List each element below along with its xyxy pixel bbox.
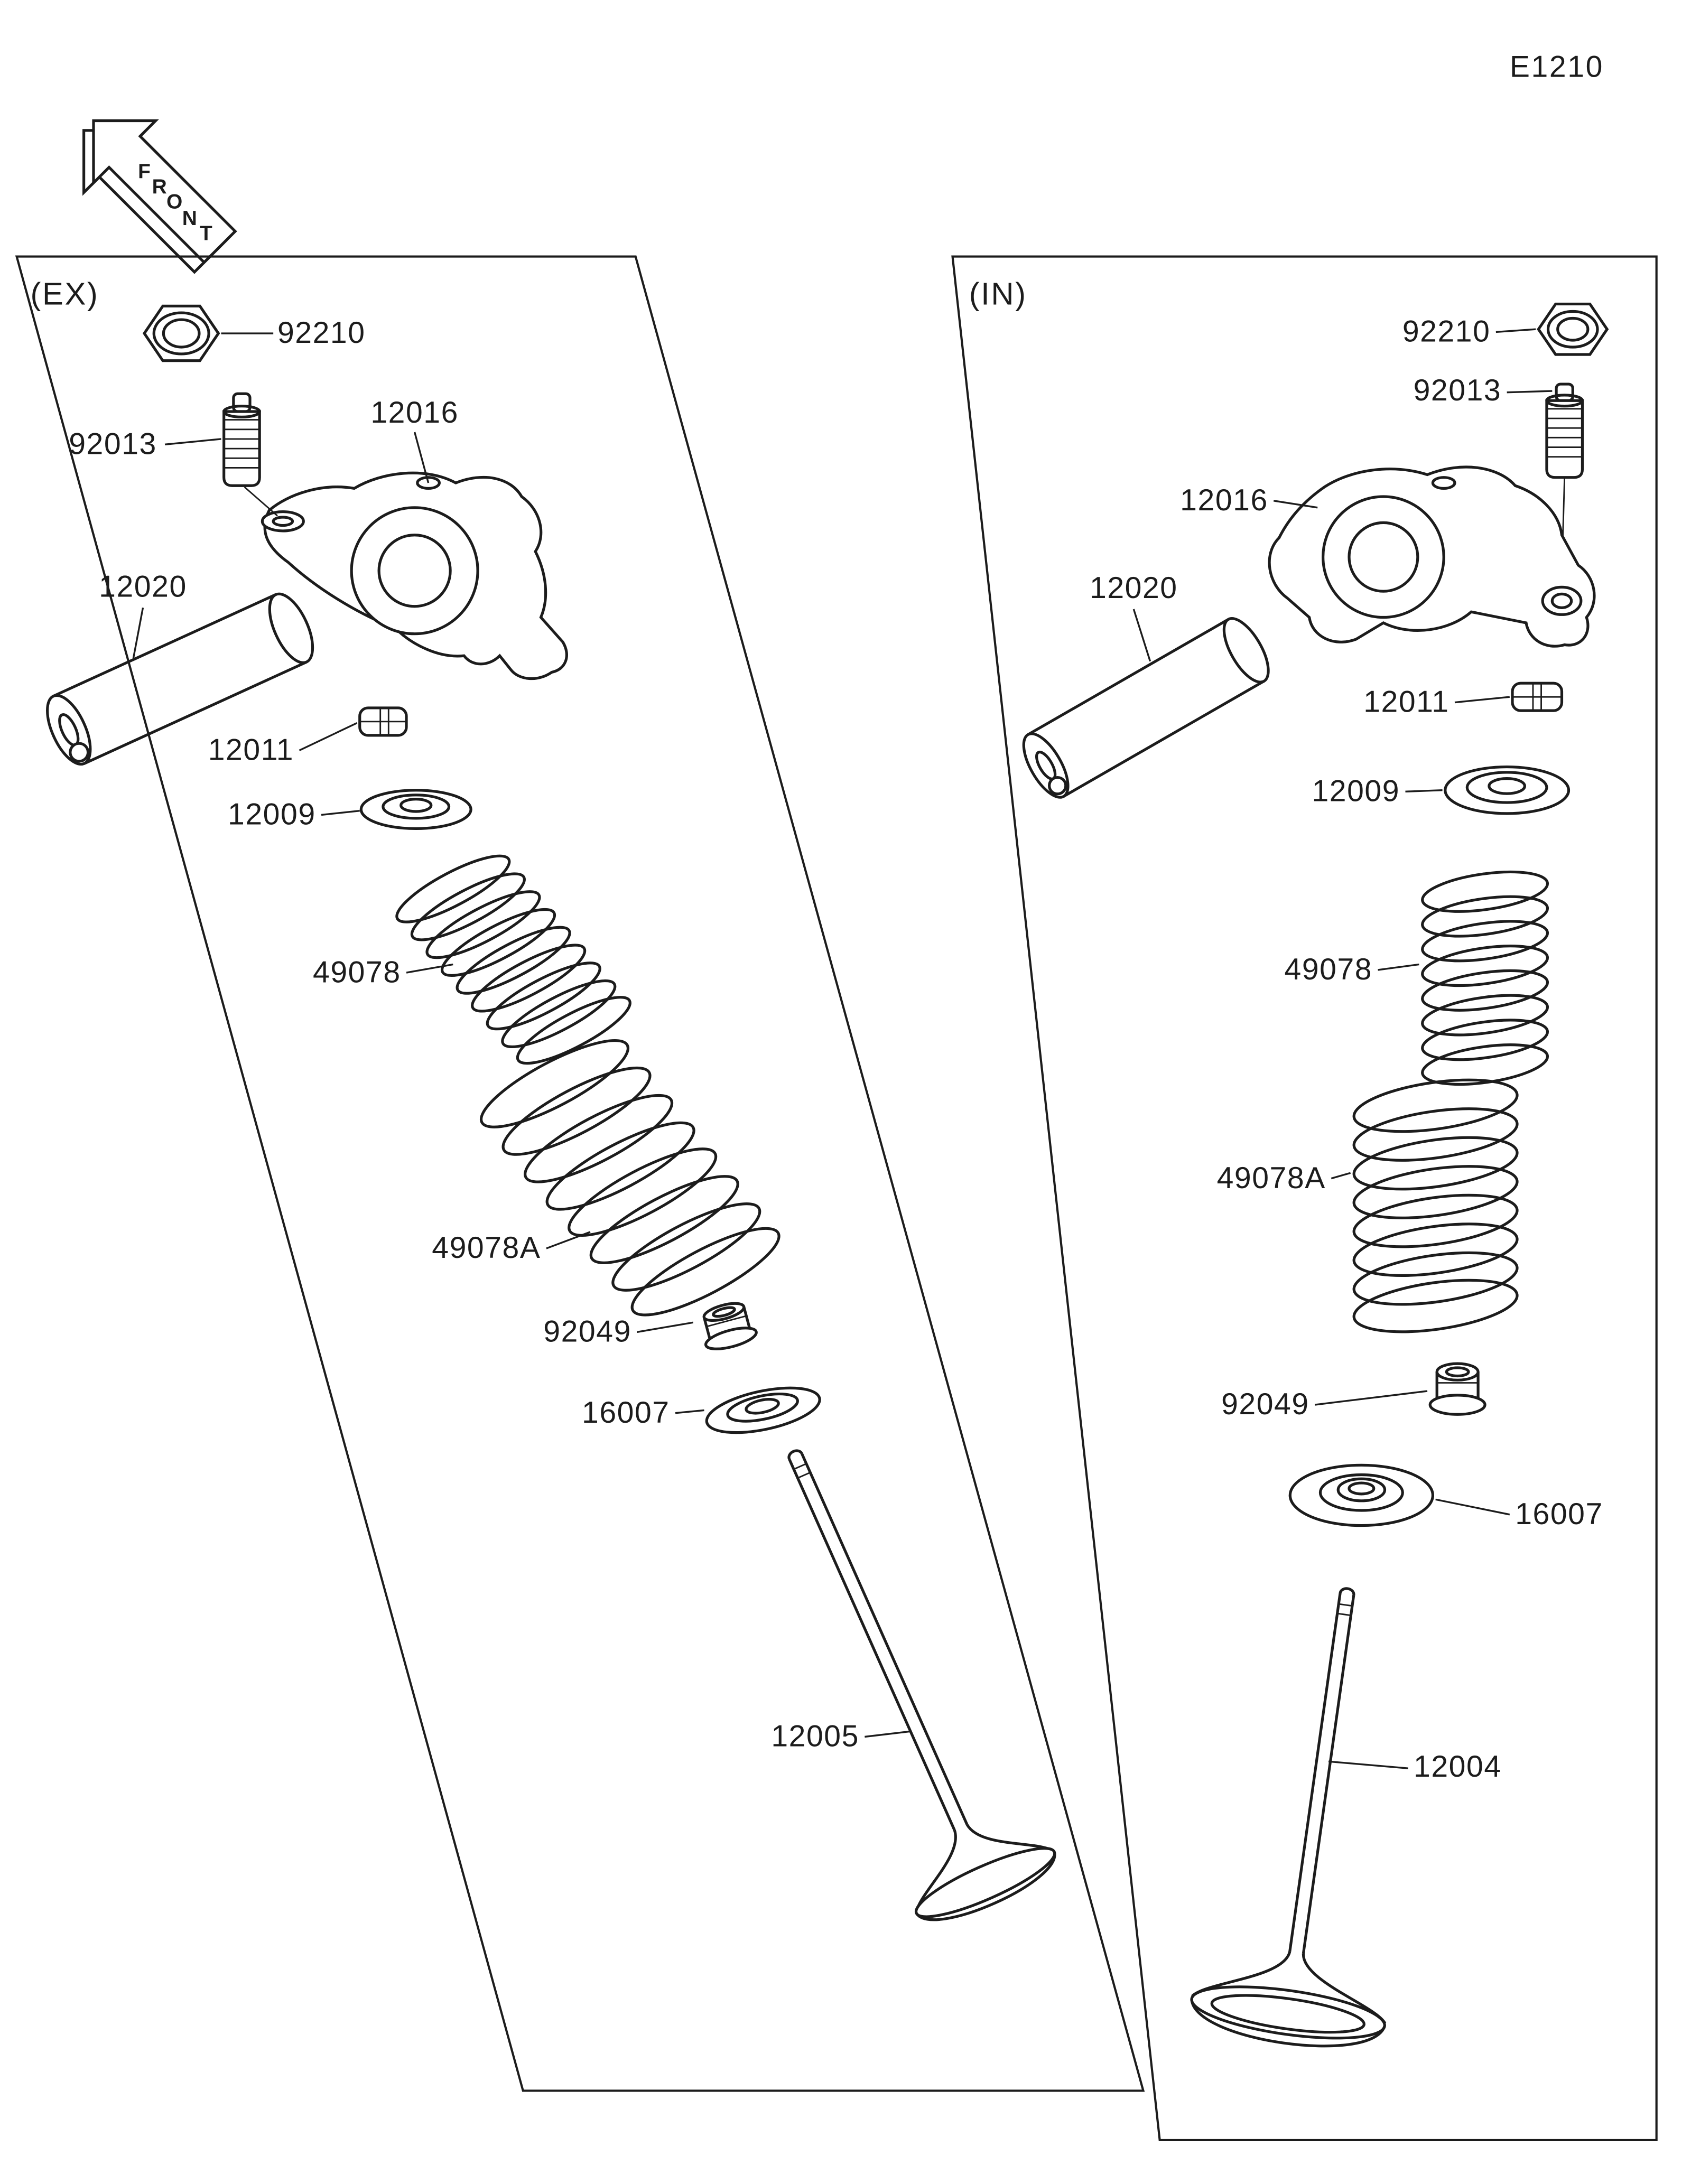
doc-code: E1210	[1510, 50, 1604, 83]
label-ex-12016: 12016	[370, 396, 459, 430]
leader-ex-12005	[865, 1730, 912, 1738]
label-ex-92210: 92210	[277, 316, 366, 350]
label-ex-12009: 12009	[228, 798, 316, 832]
part-valve-keeper-in	[1511, 682, 1564, 712]
part-valve-stem-seal-ex	[702, 1302, 758, 1350]
part-spring-seat-ex	[705, 1386, 821, 1434]
leader-ex-92013	[164, 438, 221, 446]
leader-in-49078	[1378, 963, 1419, 971]
leader-ex-12011	[299, 722, 358, 751]
panel-intake-border	[951, 255, 1658, 2141]
leader-in-12011	[1454, 696, 1510, 704]
label-ex-92049: 92049	[543, 1315, 631, 1349]
label-in-12004: 12004	[1414, 1750, 1502, 1784]
panel-intake-title: (IN)	[969, 276, 1027, 311]
part-rocker-arm-ex	[261, 471, 568, 680]
part-rocker-shaft-ex	[46, 592, 314, 766]
part-adjusting-screw-ex	[222, 392, 261, 487]
part-spring-retainer-ex	[359, 789, 472, 830]
label-ex-12020: 12020	[99, 570, 187, 604]
part-spring-seat-in	[1288, 1463, 1434, 1527]
front-direction-arrow: F R O N T	[82, 119, 237, 274]
leader-ex-12016	[413, 432, 430, 483]
leader-in-16007	[1435, 1498, 1510, 1516]
part-valve-spring-inner-in	[1421, 870, 1549, 1086]
label-in-16007: 16007	[1515, 1497, 1603, 1531]
part-valve-spring-outer-in	[1352, 1078, 1519, 1333]
label-ex-16007: 16007	[582, 1396, 670, 1430]
label-in-12016: 12016	[1180, 483, 1268, 517]
panel-intake: (IN) 92210 92013 12016	[951, 255, 1658, 2141]
part-valve-spring-outer-ex	[479, 1039, 781, 1317]
panel-exhaust-border	[15, 255, 1145, 2092]
label-in-92013: 92013	[1414, 374, 1502, 407]
leader-in-12020	[1132, 609, 1151, 662]
leader-ex-49078	[406, 963, 453, 974]
part-nut-ex	[142, 304, 220, 362]
label-ex-92013: 92013	[69, 427, 157, 461]
leader-in-12016	[1273, 500, 1318, 509]
label-in-12020: 12020	[1090, 571, 1178, 605]
leader-ex-16007	[675, 1409, 704, 1414]
leader-in-92210	[1495, 328, 1536, 333]
front-arrow-body	[92, 119, 237, 265]
part-adjusting-screw-in	[1545, 382, 1584, 479]
leader-in-92013	[1507, 390, 1553, 394]
label-ex-12011: 12011	[208, 733, 294, 767]
leader-ex-12020	[132, 608, 144, 659]
label-in-12011: 12011	[1363, 685, 1449, 719]
label-in-12009: 12009	[1312, 774, 1400, 808]
label-in-49078: 49078	[1285, 953, 1373, 986]
assembly-line-ex-screw	[244, 486, 278, 517]
part-valve-keeper-ex	[358, 706, 408, 737]
front-letter-o: O	[166, 191, 182, 213]
part-intake-valve	[1190, 1587, 1387, 2048]
part-nut-in	[1537, 302, 1609, 356]
front-letter-t: T	[200, 222, 212, 245]
leader-in-92049	[1314, 1390, 1428, 1406]
part-valve-stem-seal-in	[1428, 1362, 1486, 1416]
label-ex-49078: 49078	[313, 955, 401, 989]
part-spring-retainer-in	[1444, 765, 1571, 815]
part-rocker-shaft-in	[1022, 617, 1270, 799]
leader-in-12009	[1405, 789, 1443, 793]
panel-exhaust-title: (EX)	[31, 276, 99, 311]
label-in-92049: 92049	[1221, 1387, 1309, 1421]
leader-ex-49078a	[546, 1231, 591, 1249]
leader-in-49078a	[1331, 1172, 1351, 1180]
leader-in-12004	[1328, 1760, 1408, 1769]
leader-ex-12009	[321, 809, 360, 816]
part-rocker-arm-in	[1268, 465, 1596, 648]
front-letter-n: N	[182, 207, 197, 230]
front-letter-r: R	[152, 175, 167, 198]
part-valve-spring-inner-ex	[395, 854, 631, 1065]
label-in-92210: 92210	[1402, 315, 1491, 349]
leader-ex-92049	[637, 1321, 694, 1333]
front-letter-f: F	[138, 161, 151, 183]
label-in-49078a: 49078A	[1217, 1161, 1326, 1195]
part-exhaust-valve	[787, 1449, 1056, 1921]
panel-exhaust: (EX) 92210 92013 12016	[15, 255, 1145, 2092]
label-ex-49078a: 49078A	[432, 1231, 541, 1265]
label-ex-12005: 12005	[771, 1720, 859, 1753]
